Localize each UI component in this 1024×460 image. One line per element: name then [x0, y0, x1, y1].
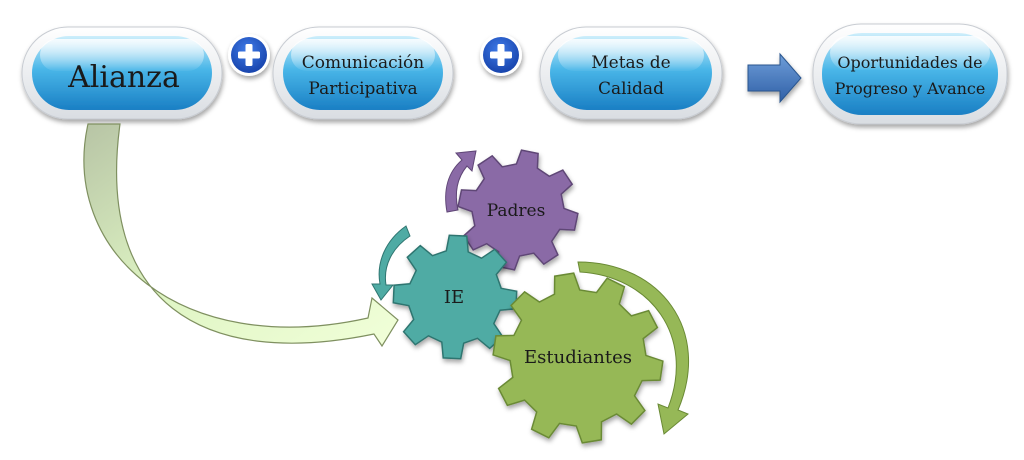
flow-step-comunicacion-line1: Comunicación [302, 53, 425, 73]
flow-step-metas-line2: Calidad [598, 79, 664, 99]
gear-padres-label: Padres [487, 201, 546, 221]
gear-ie-label: IE [444, 287, 464, 308]
flow-step-alianza-label: Alianza [67, 60, 180, 95]
flow-step-oportunidades-line1: Oportunidades de [837, 53, 982, 72]
flow-step-metas-line1: Metas de [591, 53, 671, 73]
cycle-arrow-estudiantes-icon [577, 261, 689, 435]
cycle-arrow-padres-icon [445, 150, 477, 213]
flow-step-oportunidades-line2: Progreso y Avance [835, 79, 986, 98]
flow-step-comunicacion [272, 26, 454, 120]
flow-step-comunicacion-line2: Participativa [308, 79, 417, 99]
flow-step-oportunidades [812, 23, 1008, 125]
flow-step-metas [539, 26, 723, 120]
gear-estudiantes-icon [492, 272, 664, 444]
gear-estudiantes-label: Estudiantes [524, 347, 632, 368]
flow-step-alianza [21, 26, 223, 120]
plus-icon [480, 34, 522, 76]
plus-icon [228, 34, 270, 76]
arrow-right-icon [747, 52, 802, 104]
cycle-arrow-ie-icon [371, 225, 411, 301]
gear-padres-icon [457, 149, 579, 271]
curved-arrow-icon [83, 123, 399, 348]
